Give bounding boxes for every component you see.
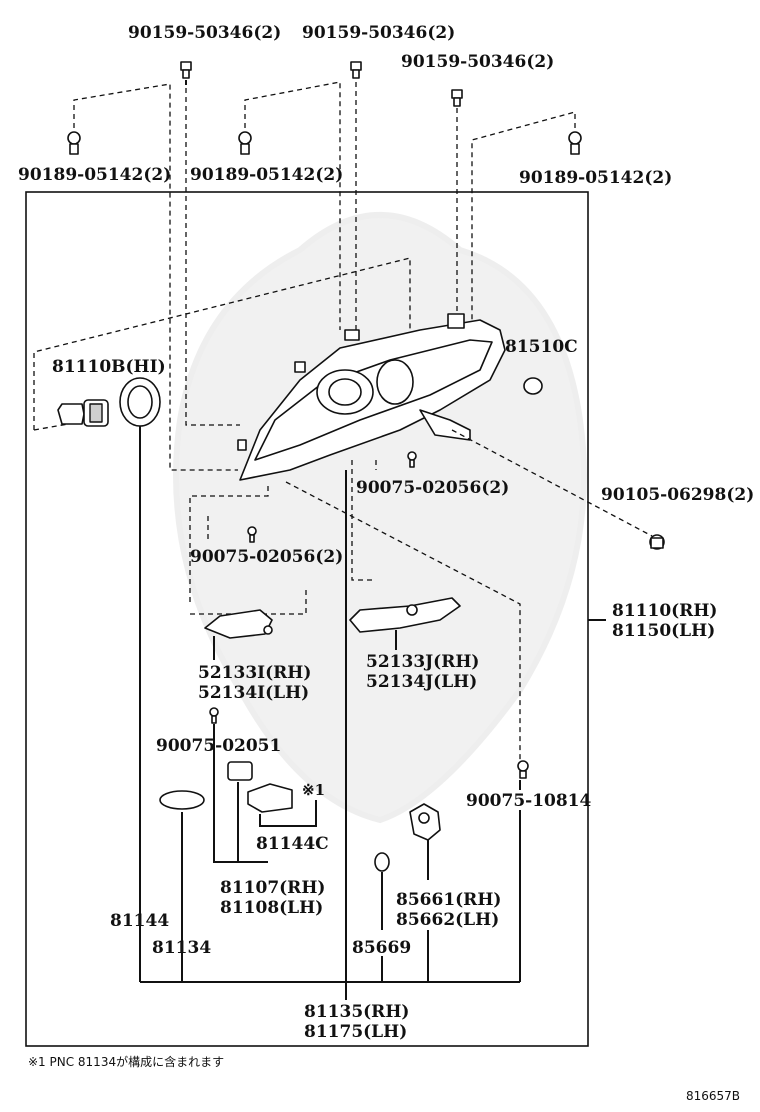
headlamp-housing <box>237 313 506 481</box>
screw-icon-90105 <box>649 534 665 550</box>
label-note-mark: ※1 <box>302 781 325 799</box>
label-bracket-i-lh: 52134I(LH) <box>198 683 309 703</box>
bracket-j-icon <box>349 597 461 633</box>
label-85662: 85662(LH) <box>396 910 499 930</box>
screw-icon-b <box>238 131 252 155</box>
label-90075-02056-lower: 90075-02056(2) <box>190 547 343 567</box>
bolt-icon-a <box>180 61 192 79</box>
screw-icon-90075-lower <box>247 526 257 543</box>
label-81510c: 81510C <box>505 337 578 357</box>
label-81144c: 81144C <box>256 834 329 854</box>
bolt-icon-c <box>451 89 463 107</box>
label-bracket-j-lh: 52134J(LH) <box>366 672 477 692</box>
screw-icon-a <box>67 131 81 155</box>
screw-icon-90075-upper <box>407 451 417 468</box>
label-81107: 81107(RH) <box>220 878 325 898</box>
label-90075-10814: 90075-10814 <box>466 791 592 811</box>
seal-ring-icon <box>374 852 390 872</box>
label-90075-02056-upper: 90075-02056(2) <box>356 478 509 498</box>
label-bolt-a: 90159-50346(2) <box>128 23 281 43</box>
label-81144: 81144 <box>110 911 169 931</box>
screw-icon-90075-02051 <box>209 707 219 724</box>
screw-icon-c <box>568 131 582 155</box>
watermark <box>173 212 587 824</box>
label-screw-c: 90189-05142(2) <box>519 168 672 188</box>
label-90075-02051: 90075-02051 <box>156 736 281 756</box>
label-bracket-j-rh: 52133J(RH) <box>366 652 479 672</box>
label-81135: 81135(RH) <box>304 1002 409 1022</box>
label-bolt-b: 90159-50346(2) <box>302 23 455 43</box>
label-bolt-c: 90159-50346(2) <box>401 52 554 72</box>
label-85661: 85661(RH) <box>396 890 501 910</box>
label-81134: 81134 <box>152 938 211 958</box>
bulb-icon <box>57 399 109 427</box>
ballast-icon <box>227 761 293 813</box>
cap-81510c-icon <box>523 377 543 395</box>
label-90105: 90105-06298(2) <box>601 485 754 505</box>
socket-cap-icon <box>119 377 161 427</box>
label-85669: 85669 <box>352 938 411 958</box>
footnote: ※1 PNC 81134が構成に含まれます <box>28 1054 224 1069</box>
leveling-actuator-icon <box>409 803 441 841</box>
label-bracket-i-rh: 52133I(RH) <box>198 663 311 683</box>
label-81175: 81175(LH) <box>304 1022 407 1042</box>
bracket-i-icon <box>204 609 273 639</box>
screw-icon-90075-10814 <box>517 760 529 779</box>
label-81108: 81108(LH) <box>220 898 323 918</box>
label-unit-lh: 81150(LH) <box>612 621 715 641</box>
diagram-id: 816657B <box>686 1089 740 1103</box>
label-bulb-hi: 81110B(HI) <box>52 357 166 377</box>
bolt-icon-b <box>350 61 362 79</box>
label-screw-b: 90189-05142(2) <box>190 165 343 185</box>
label-unit-rh: 81110(RH) <box>612 601 717 621</box>
gasket-ring-icon <box>159 790 205 810</box>
label-screw-a: 90189-05142(2) <box>18 165 171 185</box>
